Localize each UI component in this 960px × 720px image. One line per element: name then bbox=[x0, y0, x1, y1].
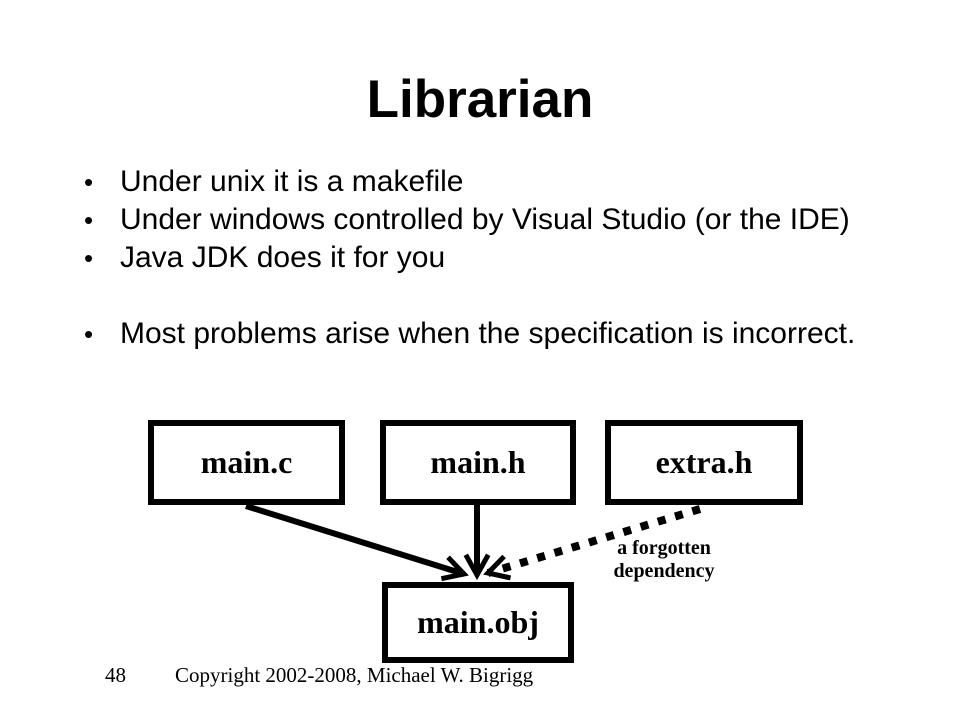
list-item: • Under windows controlled by Visual Stu… bbox=[84, 201, 904, 239]
node-label: extra.h bbox=[655, 444, 753, 480]
forgotten-dependency-label-line2: dependency bbox=[613, 560, 715, 582]
diagram-node-main-obj: main.obj bbox=[382, 582, 574, 663]
node-label: main.obj bbox=[417, 604, 539, 640]
bullet-list: • Under unix it is a makefile • Under wi… bbox=[84, 163, 904, 353]
node-label: main.h bbox=[430, 444, 526, 480]
slide-title: Librarian bbox=[366, 70, 594, 129]
edge-main-c-to-main-obj bbox=[245, 503, 464, 574]
bullet-icon: • bbox=[84, 319, 94, 349]
bullet-text: Under unix it is a makefile bbox=[120, 165, 464, 198]
slide-page-number: 48 bbox=[105, 663, 126, 687]
diagram-node-main-c: main.c bbox=[148, 420, 345, 505]
forgotten-dependency-label: a forgotten dependency bbox=[588, 537, 740, 583]
diagram-node-extra-h: extra.h bbox=[605, 420, 803, 505]
diagram-node-main-h: main.h bbox=[380, 420, 576, 505]
bullet-text: Under windows controlled by Visual Studi… bbox=[120, 203, 850, 236]
bullet-icon: • bbox=[84, 205, 94, 235]
bullet-icon: • bbox=[84, 243, 94, 273]
node-label: main.c bbox=[200, 444, 293, 480]
forgotten-dependency-label-line1: a forgotten bbox=[617, 537, 711, 559]
list-item: • Under unix it is a makefile bbox=[84, 163, 904, 201]
list-item: • Most problems arise when the specifica… bbox=[84, 315, 904, 353]
bullet-icon: • bbox=[84, 167, 94, 197]
bullet-text: Java JDK does it for you bbox=[120, 241, 446, 274]
list-item: • Java JDK does it for you bbox=[84, 239, 904, 277]
copyright-text: Copyright 2002-2008, Michael W. Bigrigg bbox=[175, 663, 534, 687]
bullet-text: Most problems arise when the specificati… bbox=[120, 317, 856, 350]
